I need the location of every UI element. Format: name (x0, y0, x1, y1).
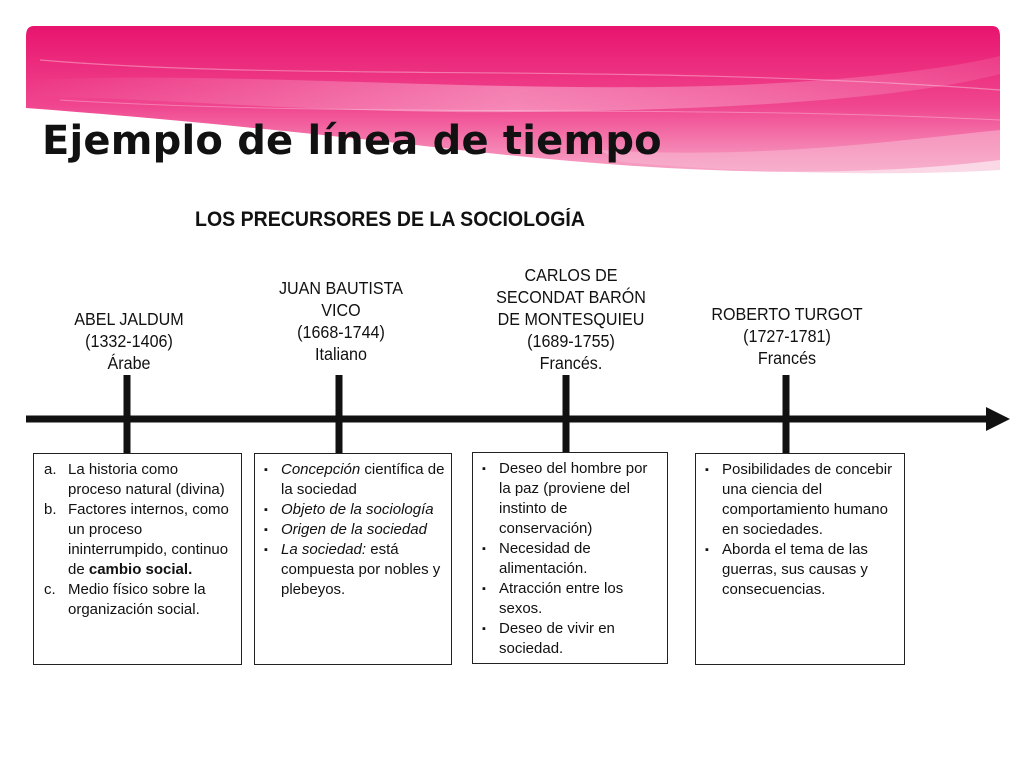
list-item: ▪ Necesidad de alimentación. (481, 539, 661, 579)
list-item: ▪ La sociedad: está compuesta por nobles… (263, 540, 445, 600)
list-item-text: Aborda el tema de las guerras, sus causa… (722, 541, 868, 598)
bullet-icon: ▪ (705, 464, 709, 476)
person-label: ABEL JALDUM (1332-1406) Árabe (74, 308, 183, 374)
person-name: CARLOS DE SECONDAT BARÓN DE MONTESQUIEU (496, 265, 646, 329)
list-item-text: Necesidad de alimentación. (499, 540, 591, 577)
list-item-italic: Origen de la sociedad (281, 521, 427, 538)
list-item-text: Deseo de vivir en sociedad. (499, 620, 615, 657)
list-item: a. La historia como proceso natural (div… (42, 460, 235, 500)
list-marker: a. (44, 461, 57, 478)
list-item: ▪ Deseo de vivir en sociedad. (481, 619, 661, 659)
timeline-subtitle: LOS PRECURSORES DE LA SOCIOLOGÍA (195, 208, 585, 231)
list-item-text: Atracción entre los sexos. (499, 580, 624, 617)
bullet-icon: ▪ (264, 504, 268, 516)
person-name: ABEL JALDUM (74, 309, 184, 329)
detail-box: ▪ Deseo del hombre por la paz (proviene … (472, 452, 668, 664)
header-banner (26, 26, 1001, 174)
person-name: JUAN BAUTISTA VICO (278, 278, 404, 320)
list-item-italic: Objeto de la sociología (281, 501, 434, 518)
bullet-icon: ▪ (264, 544, 268, 556)
list-item: ▪ Origen de la sociedad (263, 520, 445, 540)
list-item: ▪ Atracción entre los sexos. (481, 579, 661, 619)
person-years: (1727-1781) (743, 326, 831, 346)
bullet-icon: ▪ (482, 583, 486, 595)
detail-box: ▪ Posibilidades de concebir una ciencia … (695, 453, 905, 665)
list-item-text: está compuesta por nobles y plebeyos. (281, 541, 441, 598)
list-marker: b. (44, 501, 57, 518)
person-years: (1689-1755) (527, 331, 615, 351)
list-marker: c. (44, 581, 56, 598)
bullet-icon: ▪ (264, 464, 268, 476)
list-item: ▪ Concepción científica de la sociedad (263, 460, 445, 500)
bullet-icon: ▪ (482, 623, 486, 635)
list-item: b. Factores internos, como un proceso in… (42, 500, 235, 580)
person-years: (1668-1744) (297, 322, 385, 342)
person-nationality: Árabe (107, 353, 151, 373)
bullet-icon: ▪ (264, 524, 268, 536)
list-item: ▪ Aborda el tema de las guerras, sus cau… (704, 540, 898, 600)
detail-box: a. La historia como proceso natural (div… (33, 453, 242, 665)
list-item: ▪ Objeto de la sociología (263, 500, 445, 520)
list-item-text: Medio físico sobre la organización socia… (68, 581, 206, 618)
person-nationality: Francés (757, 348, 817, 368)
person-name: ROBERTO TURGOT (711, 304, 863, 324)
person-nationality: Francés. (539, 353, 603, 373)
list-item-italic: Concepción (281, 461, 361, 478)
list-item-bold: cambio social. (88, 561, 193, 578)
list-item-text: Factores internos, como un proceso inint… (68, 501, 229, 578)
bullet-icon: ▪ (705, 544, 709, 556)
person-years: (1332-1406) (85, 331, 173, 351)
list-item: c. Medio físico sobre la organización so… (42, 580, 235, 620)
list-item-italic: La sociedad: (281, 541, 367, 558)
person-nationality: Italiano (315, 344, 367, 364)
list-item-text: Deseo del hombre por la paz (proviene de… (499, 460, 648, 537)
list-item-text: científica de la sociedad (281, 461, 445, 498)
detail-box: ▪ Concepción científica de la sociedad ▪… (254, 453, 452, 665)
list-item-text: La historia como proceso natural (divina… (68, 461, 225, 498)
person-label: CARLOS DE SECONDAT BARÓN DE MONTESQUIEU … (496, 264, 646, 374)
bullet-icon: ▪ (482, 463, 486, 475)
person-label: JUAN BAUTISTA VICO (1668-1744) Italiano (279, 277, 403, 365)
list-item-text: Posibilidades de concebir una ciencia de… (722, 461, 893, 538)
list-item: ▪ Deseo del hombre por la paz (proviene … (481, 459, 661, 539)
slide-title: Ejemplo de línea de tiempo (42, 118, 662, 164)
bullet-icon: ▪ (482, 543, 486, 555)
person-label: ROBERTO TURGOT (1727-1781) Francés (711, 303, 862, 369)
timeline-arrowhead (986, 407, 1010, 431)
list-item: ▪ Posibilidades de concebir una ciencia … (704, 460, 898, 540)
